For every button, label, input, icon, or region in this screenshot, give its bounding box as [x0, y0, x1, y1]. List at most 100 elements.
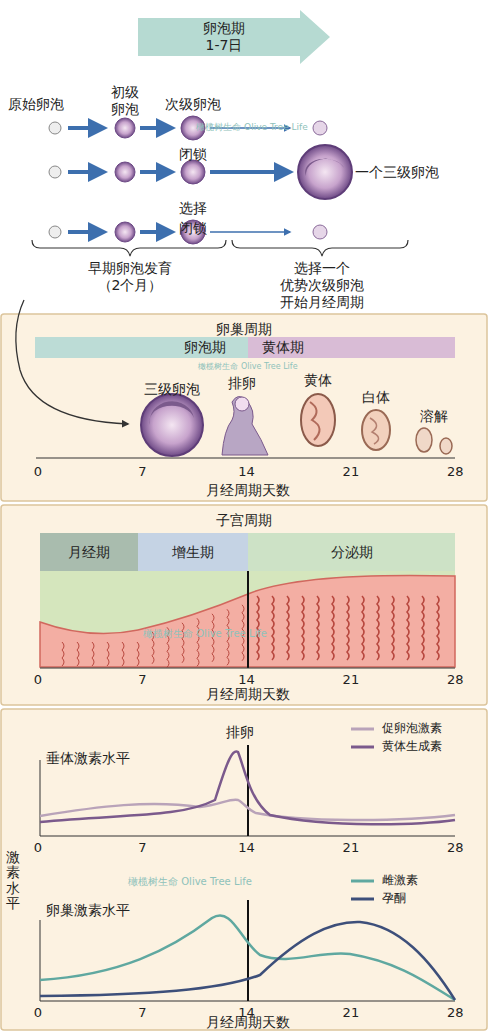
text-label: 三级卵泡: [144, 381, 200, 398]
gland: [422, 596, 424, 660]
legend-stroke: [351, 727, 374, 730]
follicle-part: [115, 162, 135, 182]
gland: [392, 596, 394, 660]
panel-title: 子宫周期: [0, 512, 488, 529]
curved-arrow: [16, 300, 128, 424]
text-label: 28: [447, 840, 464, 856]
text-label: 一个三级卵泡: [355, 164, 439, 181]
watermark: 橄榄树生命 Olive Tree Life: [143, 628, 267, 640]
text-label: 卵巢激素水平: [46, 902, 130, 919]
legend-line: [350, 742, 376, 752]
gland: [272, 596, 274, 660]
text-label: 7: [138, 464, 146, 480]
text-label: 0: [34, 672, 42, 688]
panel-bg: [1, 709, 487, 1030]
legend-stroke: [351, 745, 374, 748]
text-label: 28: [447, 672, 464, 688]
gland: [77, 642, 79, 666]
text-label: 白体: [362, 389, 390, 406]
gland: [317, 596, 319, 660]
node-label: 卵泡期: [184, 339, 226, 356]
text-label: 排卵: [226, 724, 254, 741]
gland: [62, 642, 64, 666]
brace: [232, 240, 408, 256]
legend-stroke: [351, 879, 374, 882]
gland: [332, 596, 334, 660]
ovary-stages: [141, 394, 452, 456]
gland: [437, 596, 439, 660]
pituitary-chart: [40, 745, 455, 836]
follicle-part: [115, 222, 135, 242]
follicle-rows: [49, 116, 352, 244]
text-label: 次级卵泡: [165, 96, 221, 113]
legend-item: 促卵泡激素: [350, 720, 442, 737]
text-label: 0: [34, 1005, 42, 1021]
text-label: 28: [447, 1005, 464, 1021]
ovarian-chart: [40, 900, 455, 1001]
text-label: 溶解: [420, 408, 448, 425]
panel-bg: [1, 314, 487, 501]
text-label: 月经周期天数: [206, 686, 290, 703]
text-label: 21: [343, 672, 360, 688]
phase-band: 月经期: [40, 533, 138, 571]
legend-text: 孕酮: [382, 890, 406, 907]
axis: [40, 668, 455, 669]
text-label: 选择一个 优势次级卵泡 开始月经周期: [280, 260, 364, 310]
follicle-part: [115, 118, 135, 138]
follicle-part: [68, 230, 104, 234]
arrow-outline: [138, 10, 330, 64]
gland: [287, 596, 289, 660]
text-label: 月经周期天数: [206, 482, 290, 499]
follicle-part: [313, 225, 327, 239]
gland: [122, 642, 124, 666]
node-label: 增生期: [172, 544, 214, 561]
gland: [92, 642, 94, 666]
legend-line: [350, 724, 376, 734]
node-label: 月经期: [68, 544, 110, 561]
gland: [407, 596, 409, 660]
gland: [197, 618, 199, 666]
phase-band: 分泌期: [248, 533, 455, 571]
legend-line: [350, 894, 376, 904]
watermark: 橄榄树生命 Olive Tree Life: [198, 362, 297, 372]
follicle-part: [210, 231, 290, 233]
text-label: 闭锁: [179, 220, 207, 237]
panel-title: 卵巢周期: [0, 321, 488, 338]
text-label: 14: [238, 464, 255, 480]
text-label: 14: [238, 840, 255, 856]
gland: [362, 596, 364, 660]
follicle-part: [49, 122, 61, 134]
text-label: 7: [138, 1005, 146, 1021]
text-label: 14: [238, 672, 255, 688]
text-label: 排卵: [228, 375, 256, 392]
text-label: 21: [343, 840, 360, 856]
follicle-part: [140, 230, 172, 234]
follicle-part: [298, 145, 352, 199]
text-label: 原始卵泡: [8, 96, 64, 113]
follicle-part: [305, 159, 344, 176]
text-label: 选择: [179, 200, 207, 217]
follicle-part: [68, 126, 104, 130]
axis: [36, 458, 455, 459]
text-label: 28: [447, 464, 464, 480]
watermark: 橄榄树生命 Olive Tree Life: [128, 876, 252, 888]
legend-text: 促卵泡激素: [382, 720, 442, 737]
text-label: 月经周期天数: [206, 1014, 290, 1031]
gland: [302, 596, 304, 660]
phase-band: 卵泡期: [35, 337, 248, 358]
text-label: 垂体激素水平: [46, 750, 130, 767]
follicle-part: [68, 170, 104, 174]
gland: [137, 642, 139, 666]
legend-item: 黄体生成素: [350, 738, 442, 755]
gland: [347, 596, 349, 660]
follicle-part: [140, 170, 172, 174]
node-label: 卵泡期 1-7日: [196, 20, 252, 54]
follicle-part: [313, 121, 327, 135]
text-label: 0: [34, 840, 42, 856]
text-label: 闭锁: [179, 146, 207, 163]
phase-band: 黄体期: [248, 337, 455, 358]
legend-text: 雌激素: [382, 872, 418, 889]
phase-band: 增生期: [138, 533, 248, 571]
glands: [62, 596, 439, 667]
text-label: 初级 卵泡: [111, 84, 139, 118]
